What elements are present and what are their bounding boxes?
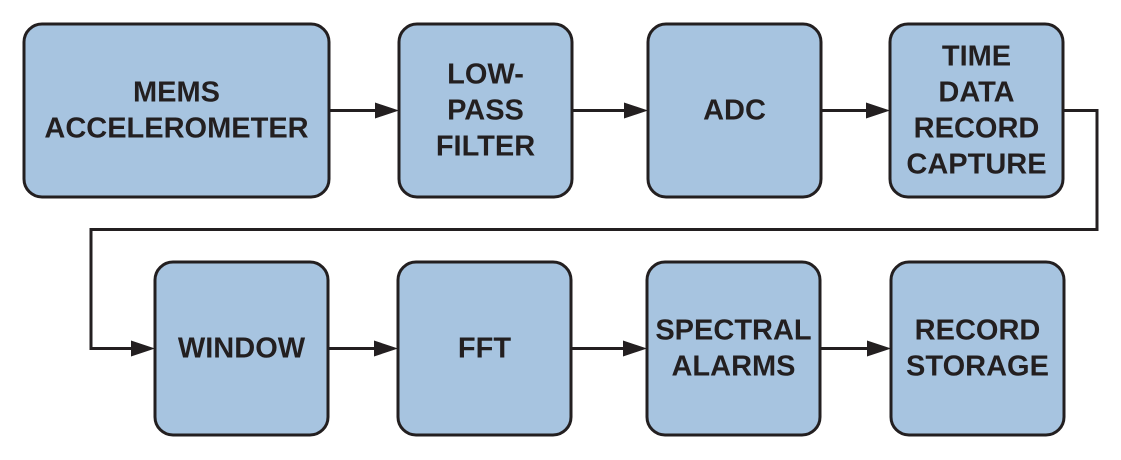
spectral-alarms-label-line: ALARMS: [671, 351, 795, 383]
block-mems-accelerometer: MEMS ACCELEROMETER: [22, 22, 331, 199]
record-storage-box: [889, 260, 1066, 437]
arrow-mems-accelerometer-to-low-pass-filter: [329, 102, 399, 119]
connector-line: [89, 109, 1099, 350]
mems-accelerometer-box: [22, 22, 331, 199]
arrow-window-to-fft: [328, 340, 398, 357]
arrow-adc-to-time-data-record-capture: [821, 102, 890, 119]
time-data-record-capture-label-line: RECORD: [914, 113, 1040, 145]
adc-box: [646, 22, 823, 199]
block-record-storage: RECORD STORAGE: [889, 260, 1066, 437]
block-spectral-alarms: SPECTRAL ALARMS: [645, 260, 822, 437]
low-pass-filter-box: [397, 22, 574, 199]
mems-accelerometer-label-line: MEMS: [133, 77, 220, 109]
time-data-record-capture-label-line: DATA: [938, 77, 1014, 109]
arrowhead-icon: [623, 340, 647, 357]
block-low-pass-filter: LOW- PASS FILTER: [397, 22, 574, 199]
arrow-low-pass-filter-to-adc: [572, 102, 648, 119]
time-data-record-capture-label-line: TIME: [942, 41, 1011, 73]
adc-label-line: ADC: [703, 95, 766, 127]
time-data-record-capture-label-line: CAPTURE: [906, 149, 1046, 181]
blocks: MEMS ACCELEROMETER LOW- PASS FILTER ADC TIME DA…: [22, 22, 1066, 437]
block-adc: ADC: [646, 22, 823, 199]
time-data-record-capture-box: [888, 22, 1065, 199]
arrow-fft-to-spectral-alarms: [571, 340, 647, 357]
low-pass-filter-label-line: LOW-: [447, 59, 524, 91]
record-storage-label-line: RECORD: [915, 315, 1041, 347]
arrowhead-icon: [375, 102, 399, 119]
arrow-time-data-record-capture-to-window: [89, 109, 1099, 357]
block-window: WINDOW: [153, 260, 330, 437]
arrowhead-icon: [866, 102, 890, 119]
record-storage-label-line: STORAGE: [906, 351, 1049, 383]
arrowhead-icon: [374, 340, 398, 357]
low-pass-filter-label-line: PASS: [447, 95, 524, 127]
block-time-data-record-capture: TIME DATA RECORD CAPTURE: [888, 22, 1065, 199]
window-label-line: WINDOW: [178, 333, 306, 365]
arrowhead-icon: [131, 340, 155, 357]
arrowhead-icon: [867, 340, 891, 357]
connections: [89, 102, 1099, 357]
fft-label-line: FFT: [458, 333, 511, 365]
spectral-alarms-box: [645, 260, 822, 437]
mems-accelerometer-label-line: ACCELEROMETER: [44, 113, 308, 145]
fft-box: [396, 260, 573, 437]
spectral-alarms-label-line: SPECTRAL: [655, 315, 811, 347]
window-box: [153, 260, 330, 437]
block-fft: FFT: [396, 260, 573, 437]
low-pass-filter-label-line: FILTER: [436, 131, 535, 163]
arrowhead-icon: [624, 102, 648, 119]
arrow-spectral-alarms-to-record-storage: [820, 340, 891, 357]
